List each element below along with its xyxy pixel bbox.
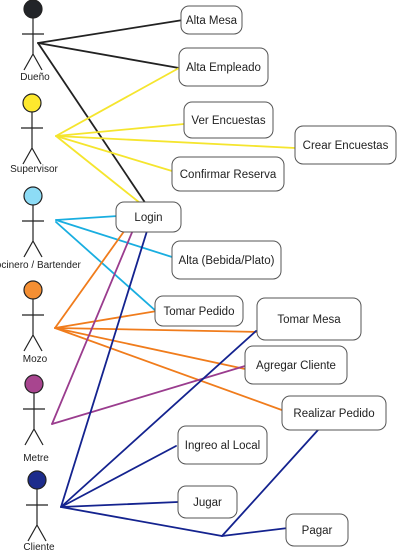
use-case-label: Realizar Pedido — [293, 408, 374, 420]
association-cliente-realizar-pedido — [221, 429, 319, 537]
association-supervisor-confirmar-reserva — [55, 135, 173, 172]
use-case-jugar: Jugar — [177, 485, 238, 519]
association-cocinero-login — [55, 215, 119, 221]
association-dueno-alta-mesa — [37, 19, 184, 44]
use-case-alta-bebida-plato: Alta (Bebida/Plato) — [171, 240, 282, 280]
use-case-box — [154, 295, 244, 327]
use-case-alta-empleado: Alta Empleado — [178, 47, 269, 87]
association-mozo-realizar-pedido — [54, 327, 291, 414]
use-case-box — [180, 5, 243, 35]
use-case-box — [178, 47, 269, 87]
actor-supervisor: Supervisor — [10, 93, 59, 175]
actor-head-icon — [24, 374, 44, 394]
association-mozo-tomar-mesa — [54, 327, 264, 333]
use-case-box — [294, 125, 397, 165]
association-supervisor-alta-empleado — [55, 67, 180, 137]
use-case-box — [256, 297, 362, 341]
use-case-box — [244, 345, 348, 385]
association-mozo-tomar-pedido — [54, 310, 158, 329]
use-case-pagar: Pagar — [285, 513, 349, 547]
actor-mozo: Mozo — [22, 280, 48, 365]
association-cocinero-tomar-pedido — [55, 221, 158, 313]
use-case-label: Alta (Bebida/Plato) — [179, 255, 275, 267]
use-case-login: Login — [115, 201, 182, 233]
use-case-box — [281, 395, 387, 431]
association-cliente-tomar-mesa — [60, 330, 257, 508]
association-cocinero-alta-bebida-plato — [55, 219, 173, 258]
actor-metre: Metre — [23, 374, 49, 464]
use-case-label: Confirmar Reserva — [180, 169, 277, 181]
actor-cliente: Cliente — [23, 470, 55, 550]
association-mozo-agregar-cliente — [54, 327, 246, 370]
use-case-box — [177, 425, 268, 465]
use-case-realizar-pedido: Realizar Pedido — [281, 395, 387, 431]
actor-name-mozo: Mozo — [23, 354, 48, 365]
association-cliente-pagar-ext — [221, 527, 289, 537]
use-case-label: Jugar — [193, 497, 222, 509]
use-case-box — [183, 101, 274, 139]
use-case-box — [177, 485, 238, 519]
use-case-ver-encuestas: Ver Encuestas — [183, 101, 274, 139]
actor-body-icon — [22, 299, 44, 352]
use-case-box — [115, 201, 182, 233]
association-mozo-login — [54, 229, 126, 329]
actor-head-icon — [22, 93, 42, 113]
actor-head-icon — [23, 0, 43, 19]
actor-dueno: Dueño — [20, 0, 50, 83]
use-case-alta-mesa: Alta Mesa — [180, 5, 243, 35]
association-dueno-login — [37, 42, 151, 211]
use-case-crear-encuestas: Crear Encuestas — [294, 125, 397, 165]
association-cliente-login — [60, 230, 148, 508]
use-case-box — [171, 156, 285, 192]
association-supervisor-login — [55, 135, 141, 204]
actor-body-icon — [23, 393, 45, 446]
association-supervisor-ver-encuestas — [55, 123, 185, 137]
use-case-ingreso-local: Ingreo al Local — [177, 425, 268, 465]
association-lines — [37, 19, 319, 537]
actor-body-icon — [21, 112, 43, 165]
use-case-tomar-mesa: Tomar Mesa — [256, 297, 362, 341]
actor-name-dueno: Dueño — [20, 72, 50, 83]
association-cliente-jugar — [60, 501, 179, 508]
use-case-label: Ver Encuestas — [191, 115, 265, 127]
association-supervisor-crear-encuestas — [55, 135, 296, 149]
actor-body-icon — [22, 18, 44, 71]
actor-name-metre: Metre — [23, 453, 49, 464]
association-metre-login — [51, 229, 134, 425]
association-dueno-alta-empleado — [37, 42, 180, 69]
actor-body-icon — [22, 205, 44, 258]
actor-cocinero: Socinero / Bartender — [0, 186, 82, 271]
use-case-label: Login — [134, 212, 162, 224]
actor-name-cocinero: Socinero / Bartender — [0, 260, 82, 271]
use-case-label: Crear Encuestas — [303, 140, 389, 152]
use-case-confirmar-reserva: Confirmar Reserva — [171, 156, 285, 192]
use-case-label: Tomar Pedido — [164, 306, 235, 318]
use-case-box — [171, 240, 282, 280]
actor-head-icon — [27, 470, 47, 490]
use-case-tomar-pedido: Tomar Pedido — [154, 295, 244, 327]
use-case-label: Alta Mesa — [186, 15, 238, 27]
actor-body-icon — [26, 489, 48, 542]
use-case-box — [285, 513, 349, 547]
actors: DueñoSupervisorSocinero / BartenderMozoM… — [0, 0, 82, 550]
use-case-agregar-cliente: Agregar Cliente — [244, 345, 348, 385]
association-cliente-ingreso-local — [60, 445, 177, 508]
actor-head-icon — [23, 186, 43, 206]
use-case-label: Pagar — [302, 525, 333, 537]
use-case-label: Tomar Mesa — [277, 314, 341, 326]
actor-name-supervisor: Supervisor — [10, 164, 58, 175]
actor-name-cliente: Cliente — [23, 542, 55, 550]
use-case-label: Alta Empleado — [186, 62, 261, 74]
use-case-label: Ingreo al Local — [185, 440, 260, 452]
association-metre-agregar-cliente — [51, 365, 246, 425]
actor-head-icon — [23, 280, 43, 300]
use-case-label: Agregar Cliente — [256, 360, 336, 372]
association-cliente-pagar — [60, 506, 223, 537]
